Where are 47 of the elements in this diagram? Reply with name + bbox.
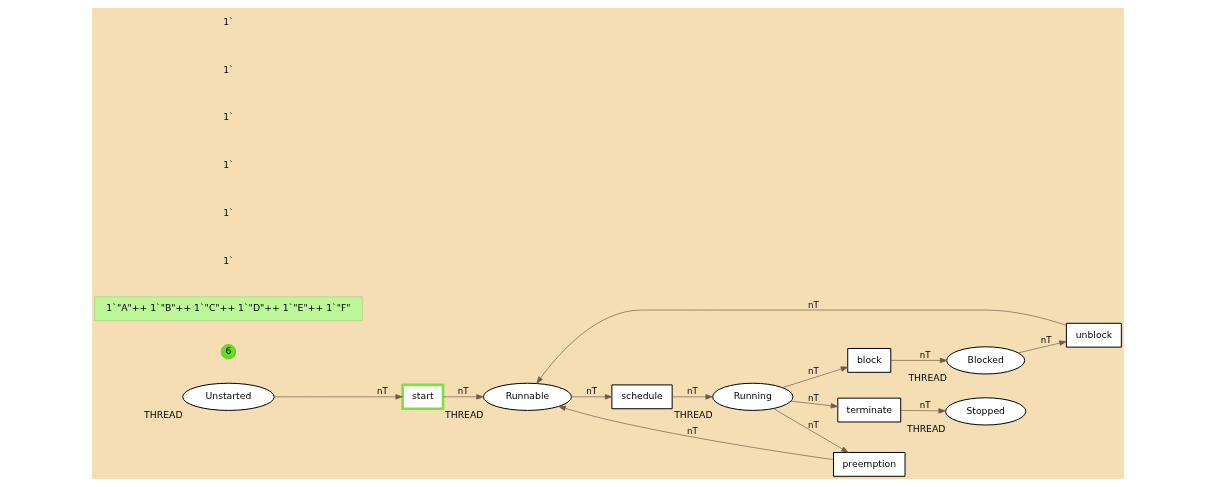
node-box: terminate xyxy=(837,397,902,423)
edge-label: nT xyxy=(686,425,698,436)
label: 1` xyxy=(223,206,234,218)
node-ellipse: Unstarted xyxy=(182,382,275,411)
node-label: THREAD xyxy=(144,408,183,420)
node-label: THREAD xyxy=(445,408,484,420)
node-box: preemption xyxy=(833,451,906,477)
label: 1` xyxy=(223,63,234,75)
arrow xyxy=(773,408,849,453)
edge-label: nT xyxy=(377,386,388,397)
edge-label: nT xyxy=(807,393,819,404)
arrow xyxy=(274,394,403,400)
node-label: THREAD xyxy=(674,408,713,420)
arrow xyxy=(536,309,1067,384)
arrow xyxy=(442,394,484,400)
edge-label: nT xyxy=(919,399,931,410)
edge-label: nT xyxy=(807,299,819,310)
node-ellipse: Blocked xyxy=(946,346,1026,375)
edge-label: nT xyxy=(919,350,931,361)
edge-label: nT xyxy=(807,365,819,376)
node-box: start xyxy=(401,383,445,411)
node-box: schedule xyxy=(611,384,673,410)
arrow xyxy=(900,408,946,414)
node-box: block xyxy=(847,348,892,373)
arrow xyxy=(790,400,839,409)
node-box: unblock xyxy=(1065,322,1122,348)
label: 1` xyxy=(223,254,234,266)
arrow xyxy=(671,394,713,400)
edge-label: nT xyxy=(807,420,819,431)
arrow xyxy=(1018,340,1067,354)
edge-label: nT xyxy=(1040,335,1052,346)
edge-label: nT xyxy=(457,386,469,397)
arrow xyxy=(558,405,834,460)
edge-label: nT xyxy=(686,386,698,397)
node-label: THREAD xyxy=(908,372,947,384)
arrow xyxy=(890,357,948,364)
node-label: THREAD xyxy=(907,423,946,435)
edge-label: nT xyxy=(586,386,598,397)
label: 1` xyxy=(223,111,234,123)
node-ellipse: Running xyxy=(712,382,794,411)
node-circle: 6 xyxy=(220,344,237,360)
arrow xyxy=(571,394,613,400)
node-box: 1`"A"++ 1`"B"++ 1`"C"++ 1`"D"++ 1`"E"++ 1`"F" xyxy=(94,296,363,321)
node-ellipse: Stopped xyxy=(945,397,1027,426)
label: 1` xyxy=(223,159,234,171)
arrow xyxy=(782,366,849,388)
label: 1` xyxy=(223,16,234,28)
